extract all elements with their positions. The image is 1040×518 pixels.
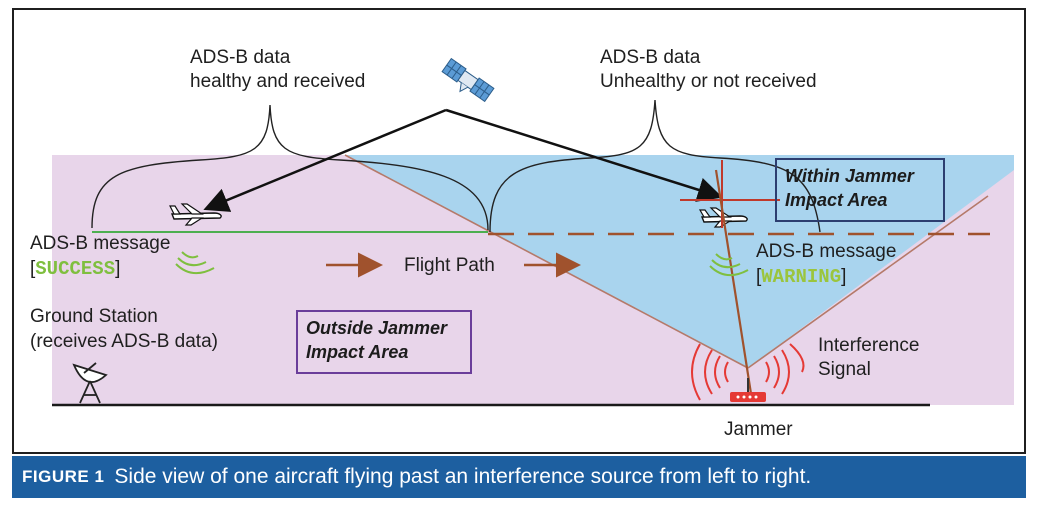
adsb-message-left: ADS-B message <box>30 233 171 254</box>
ground-station-line2: (receives ADS-B data) <box>30 331 218 352</box>
outside-jammer-line1: Outside Jammer <box>306 318 448 338</box>
interference-label-line2: Signal <box>818 359 871 380</box>
jammer-cone-left-edge <box>344 154 749 369</box>
satellite-to-aircraft-left <box>203 108 447 212</box>
adsb-message-right: ADS-B message <box>756 241 897 262</box>
interference-beam <box>714 169 754 401</box>
airplane-icon <box>169 203 222 226</box>
signal-wave-icon-right <box>709 253 749 277</box>
satellite-dish-icon <box>72 362 108 404</box>
unhealthy-brace <box>489 99 821 233</box>
satellite-icon <box>441 57 495 103</box>
jammer-router-icon <box>730 378 766 402</box>
signal-wave-icon <box>175 251 215 275</box>
jammer-cone-right-edge <box>747 195 989 369</box>
adsb-status-right: [WARNING] <box>756 266 847 288</box>
jammer-impact-region <box>345 155 1014 368</box>
outside-jammer-line2: Impact Area <box>306 342 409 362</box>
warning-status: WARNING <box>761 266 842 288</box>
healthy-label-line2: healthy and received <box>190 71 366 92</box>
caption-text: Side view of one aircraft flying past an… <box>114 465 812 488</box>
flight-path-label: Flight Path <box>404 255 495 276</box>
figure-caption: FIGURE 1 Side view of one aircraft flyin… <box>12 456 1026 498</box>
jammer-label: Jammer <box>724 419 793 440</box>
interference-label-line1: Interference <box>818 335 920 356</box>
within-jammer-line1: Within Jammer <box>785 166 914 186</box>
healthy-label-line1: ADS-B data <box>190 47 291 68</box>
within-jammer-line2: Impact Area <box>785 190 888 210</box>
unhealthy-label-line1: ADS-B data <box>600 47 701 68</box>
success-status: SUCCESS <box>35 258 116 280</box>
unhealthy-label-line2: Unhealthy or not received <box>600 71 817 92</box>
interference-wave-icon <box>691 343 805 401</box>
adsb-status-left: [SUCCESS] <box>30 258 121 280</box>
diagram-canvas <box>52 57 1014 407</box>
ground-station-line1: Ground Station <box>30 306 158 327</box>
within-jammer-box: Within Jammer Impact Area <box>775 158 945 222</box>
healthy-brace <box>91 104 489 231</box>
satellite-to-aircraft-right <box>445 108 723 202</box>
outside-jammer-box: Outside Jammer Impact Area <box>296 310 472 374</box>
figure-number: FIGURE 1 <box>22 467 105 486</box>
